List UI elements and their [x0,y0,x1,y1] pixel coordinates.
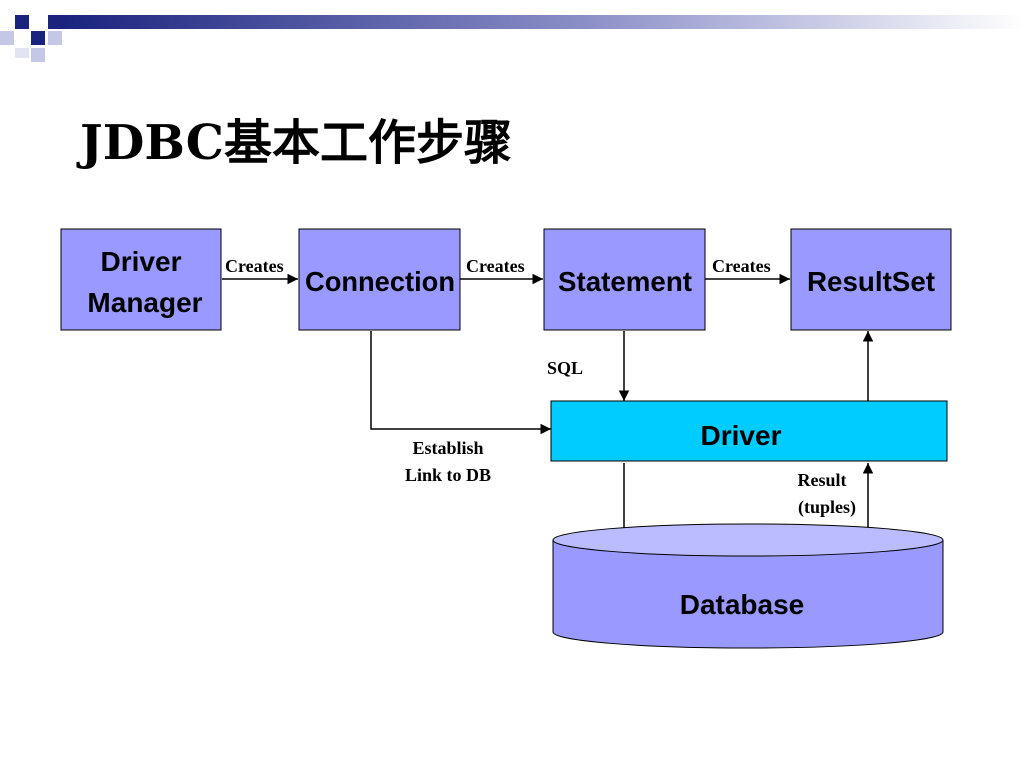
slide-title: JDBC基本工作步骤 [80,115,513,171]
database-cylinder-body [552,540,944,649]
edge-label-creates-2: Creates [466,256,525,276]
statement-box [543,228,706,331]
edge-label-creates-1: Creates [225,256,284,276]
driver-manager-label-line2: Manager [87,287,202,318]
header-square [15,15,29,29]
resultset-node: ResultSet [790,228,952,331]
header-square [0,31,14,45]
header-decoration [0,15,1024,62]
driver-manager-box [60,228,222,331]
edge-label-establish-line2: Link to DB [405,465,491,485]
resultset-box [790,228,952,331]
resultset-label: ResultSet [807,266,935,297]
edge-label-establish-line1: Establish [412,438,483,458]
driver-manager-node: Driver Manager [60,228,222,331]
header-gradient-bar [62,15,1024,29]
edge-label-creates-3: Creates [712,256,771,276]
driver-box [550,400,948,462]
header-square [31,48,45,62]
driver-node: Driver [550,400,948,462]
driver-manager-label-line1: Driver [101,246,182,277]
statement-label: Statement [558,266,692,297]
edge-label-result-line2: (tuples) [798,497,856,518]
database-cylinder-top [552,523,944,557]
connection-box [298,228,461,331]
database-node: Database [552,523,944,649]
arrow-connection-to-driver [370,331,551,435]
header-square [15,48,29,58]
header-square [48,31,62,45]
statement-node: Statement [543,228,706,331]
header-square [31,31,45,45]
edge-label-sql: SQL [547,358,583,378]
database-label: Database [680,589,805,620]
connection-label: Connection [305,266,455,297]
connection-node: Connection [298,228,461,331]
edge-label-result-line1: Result [798,470,847,490]
driver-label: Driver [701,420,782,451]
header-square [48,15,62,29]
